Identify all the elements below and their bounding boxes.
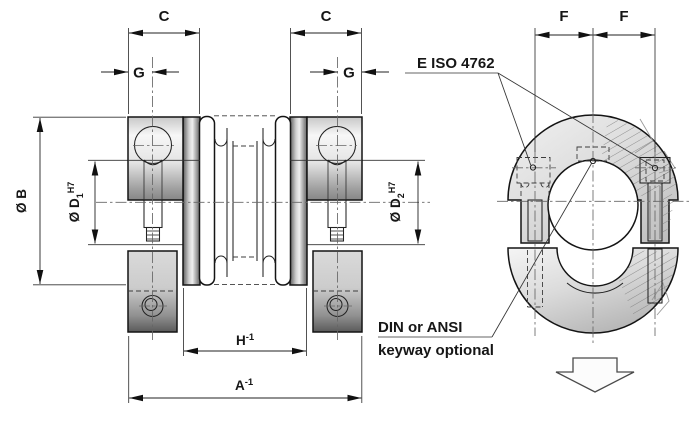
dim-label-h: H-1 xyxy=(236,332,255,348)
dim-label-d1: Ø D1H7 xyxy=(66,182,85,223)
left-flange-disc xyxy=(182,116,201,286)
screw-center-mark-left xyxy=(529,164,537,171)
dim-label-a: A-1 xyxy=(235,377,254,393)
annotations: E ISO 4762 DIN or ANSI keyway optional xyxy=(378,55,659,359)
center-lines-side-view xyxy=(96,57,430,340)
screw-center-mark-right xyxy=(651,164,659,172)
dim-label-c-right: C xyxy=(321,8,332,25)
dimensions-front-view: F F xyxy=(535,8,655,39)
right-flange-disc xyxy=(289,116,308,286)
section-hatch-right xyxy=(663,189,675,233)
clamp-screw-stud-right xyxy=(327,199,347,242)
keyway-center-mark xyxy=(589,157,597,165)
assembly-direction-arrow xyxy=(555,357,635,393)
screw-hole-lower-left-hidden xyxy=(527,250,543,308)
clamp-screw-head-right xyxy=(317,125,357,200)
dim-label-d2: Ø D2H7 xyxy=(387,182,406,223)
clamp-screw-stud-left xyxy=(143,199,163,242)
clamp-screw-head-left xyxy=(133,125,173,200)
bore-chamfer-arc xyxy=(566,282,624,294)
dimensions-side-view: C C G G Ø B Ø D1H7 Ø D2H7 H-1 A-1 xyxy=(14,8,422,403)
bellows-convolution-left xyxy=(198,115,216,286)
left-hub-block xyxy=(127,116,184,201)
break-line-1 xyxy=(634,118,654,154)
keyway-note-line2: keyway optional xyxy=(378,342,494,359)
center-lines-front-view xyxy=(497,28,691,344)
side-view: C C G G Ø B Ø D1H7 Ø D2H7 H-1 A-1 xyxy=(14,8,430,403)
right-hub-block xyxy=(306,116,363,201)
dim-label-f-right: F xyxy=(619,8,628,25)
dim-label-b: Ø B xyxy=(14,189,29,213)
bellows-convolution-right xyxy=(274,115,292,286)
socket-screw-left-hidden xyxy=(516,157,551,200)
dim-label-g-right: G xyxy=(343,65,355,82)
keyway-note-line1: DIN or ANSI xyxy=(378,319,462,336)
screw-standard-note: E ISO 4762 xyxy=(417,55,495,72)
dim-label-c-left: C xyxy=(159,8,170,25)
front-view: F F E ISO 4762 DIN or ANSI keyway option… xyxy=(378,8,691,393)
break-line-3 xyxy=(651,281,670,316)
bellows-membrane-hidden xyxy=(214,115,276,286)
dim-label-g-left: G xyxy=(133,65,145,82)
dim-label-f-left: F xyxy=(559,8,568,25)
